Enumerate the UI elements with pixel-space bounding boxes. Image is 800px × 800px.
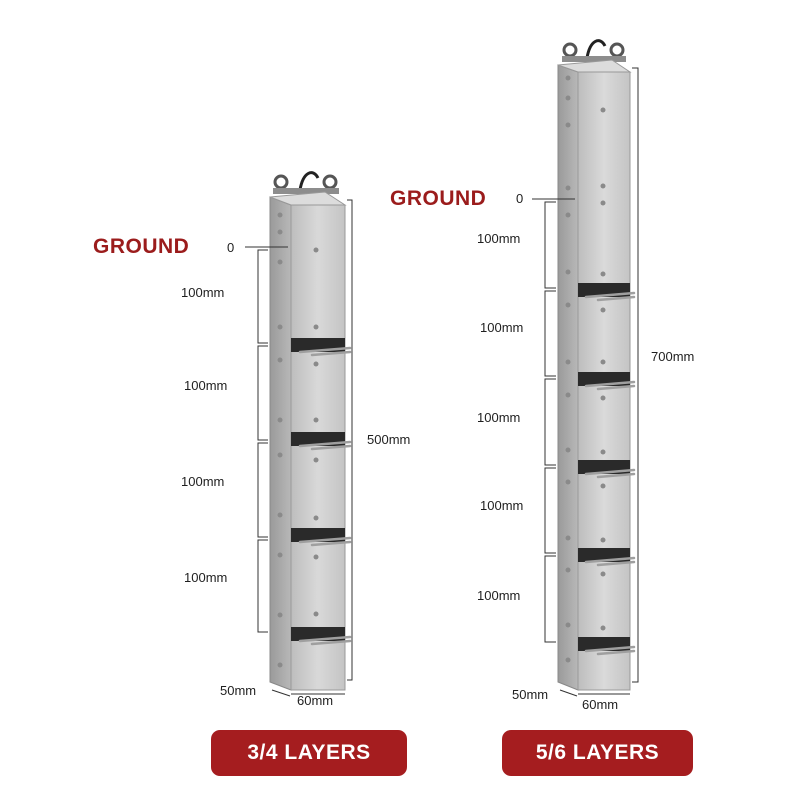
right-layers-badge: 5/6 LAYERS bbox=[502, 730, 693, 776]
left-total-height-label: 500mm bbox=[367, 432, 411, 447]
right-spacing-label-4: 100mm bbox=[480, 498, 524, 513]
right-spacing-label-2: 100mm bbox=[480, 320, 524, 335]
right-pins bbox=[584, 291, 636, 656]
right-zero-label: 0 bbox=[516, 191, 524, 206]
right-dimension-lines bbox=[532, 67, 639, 697]
left-ground-label: GROUND bbox=[93, 235, 190, 258]
right-total-height-label: 700mm bbox=[651, 349, 695, 364]
left-screws bbox=[277, 212, 319, 668]
left-width-label: 60mm bbox=[297, 693, 334, 708]
right-spacing-label-1: 100mm bbox=[477, 231, 521, 246]
right-spacing-label-5: 100mm bbox=[477, 588, 521, 603]
right-lifting-eyes bbox=[562, 39, 625, 59]
right-spacing-label-3: 100mm bbox=[477, 410, 521, 425]
left-spacing-label-3: 100mm bbox=[181, 474, 225, 489]
right-width-label: 60mm bbox=[582, 697, 619, 712]
right-ground-label: GROUND bbox=[390, 187, 487, 210]
left-zero-label: 0 bbox=[227, 240, 235, 255]
left-spacing-label-2: 100mm bbox=[184, 378, 228, 393]
left-spacing-label-4: 100mm bbox=[184, 570, 228, 585]
right-screws bbox=[565, 75, 606, 663]
left-dimension-lines bbox=[245, 199, 353, 697]
left-spacing-label-1: 100mm bbox=[181, 285, 225, 300]
left-pins bbox=[298, 346, 352, 646]
right-depth-label: 50mm bbox=[512, 687, 549, 702]
left-depth-label: 50mm bbox=[220, 683, 257, 698]
left-layers-badge: 3/4 LAYERS bbox=[211, 730, 407, 776]
